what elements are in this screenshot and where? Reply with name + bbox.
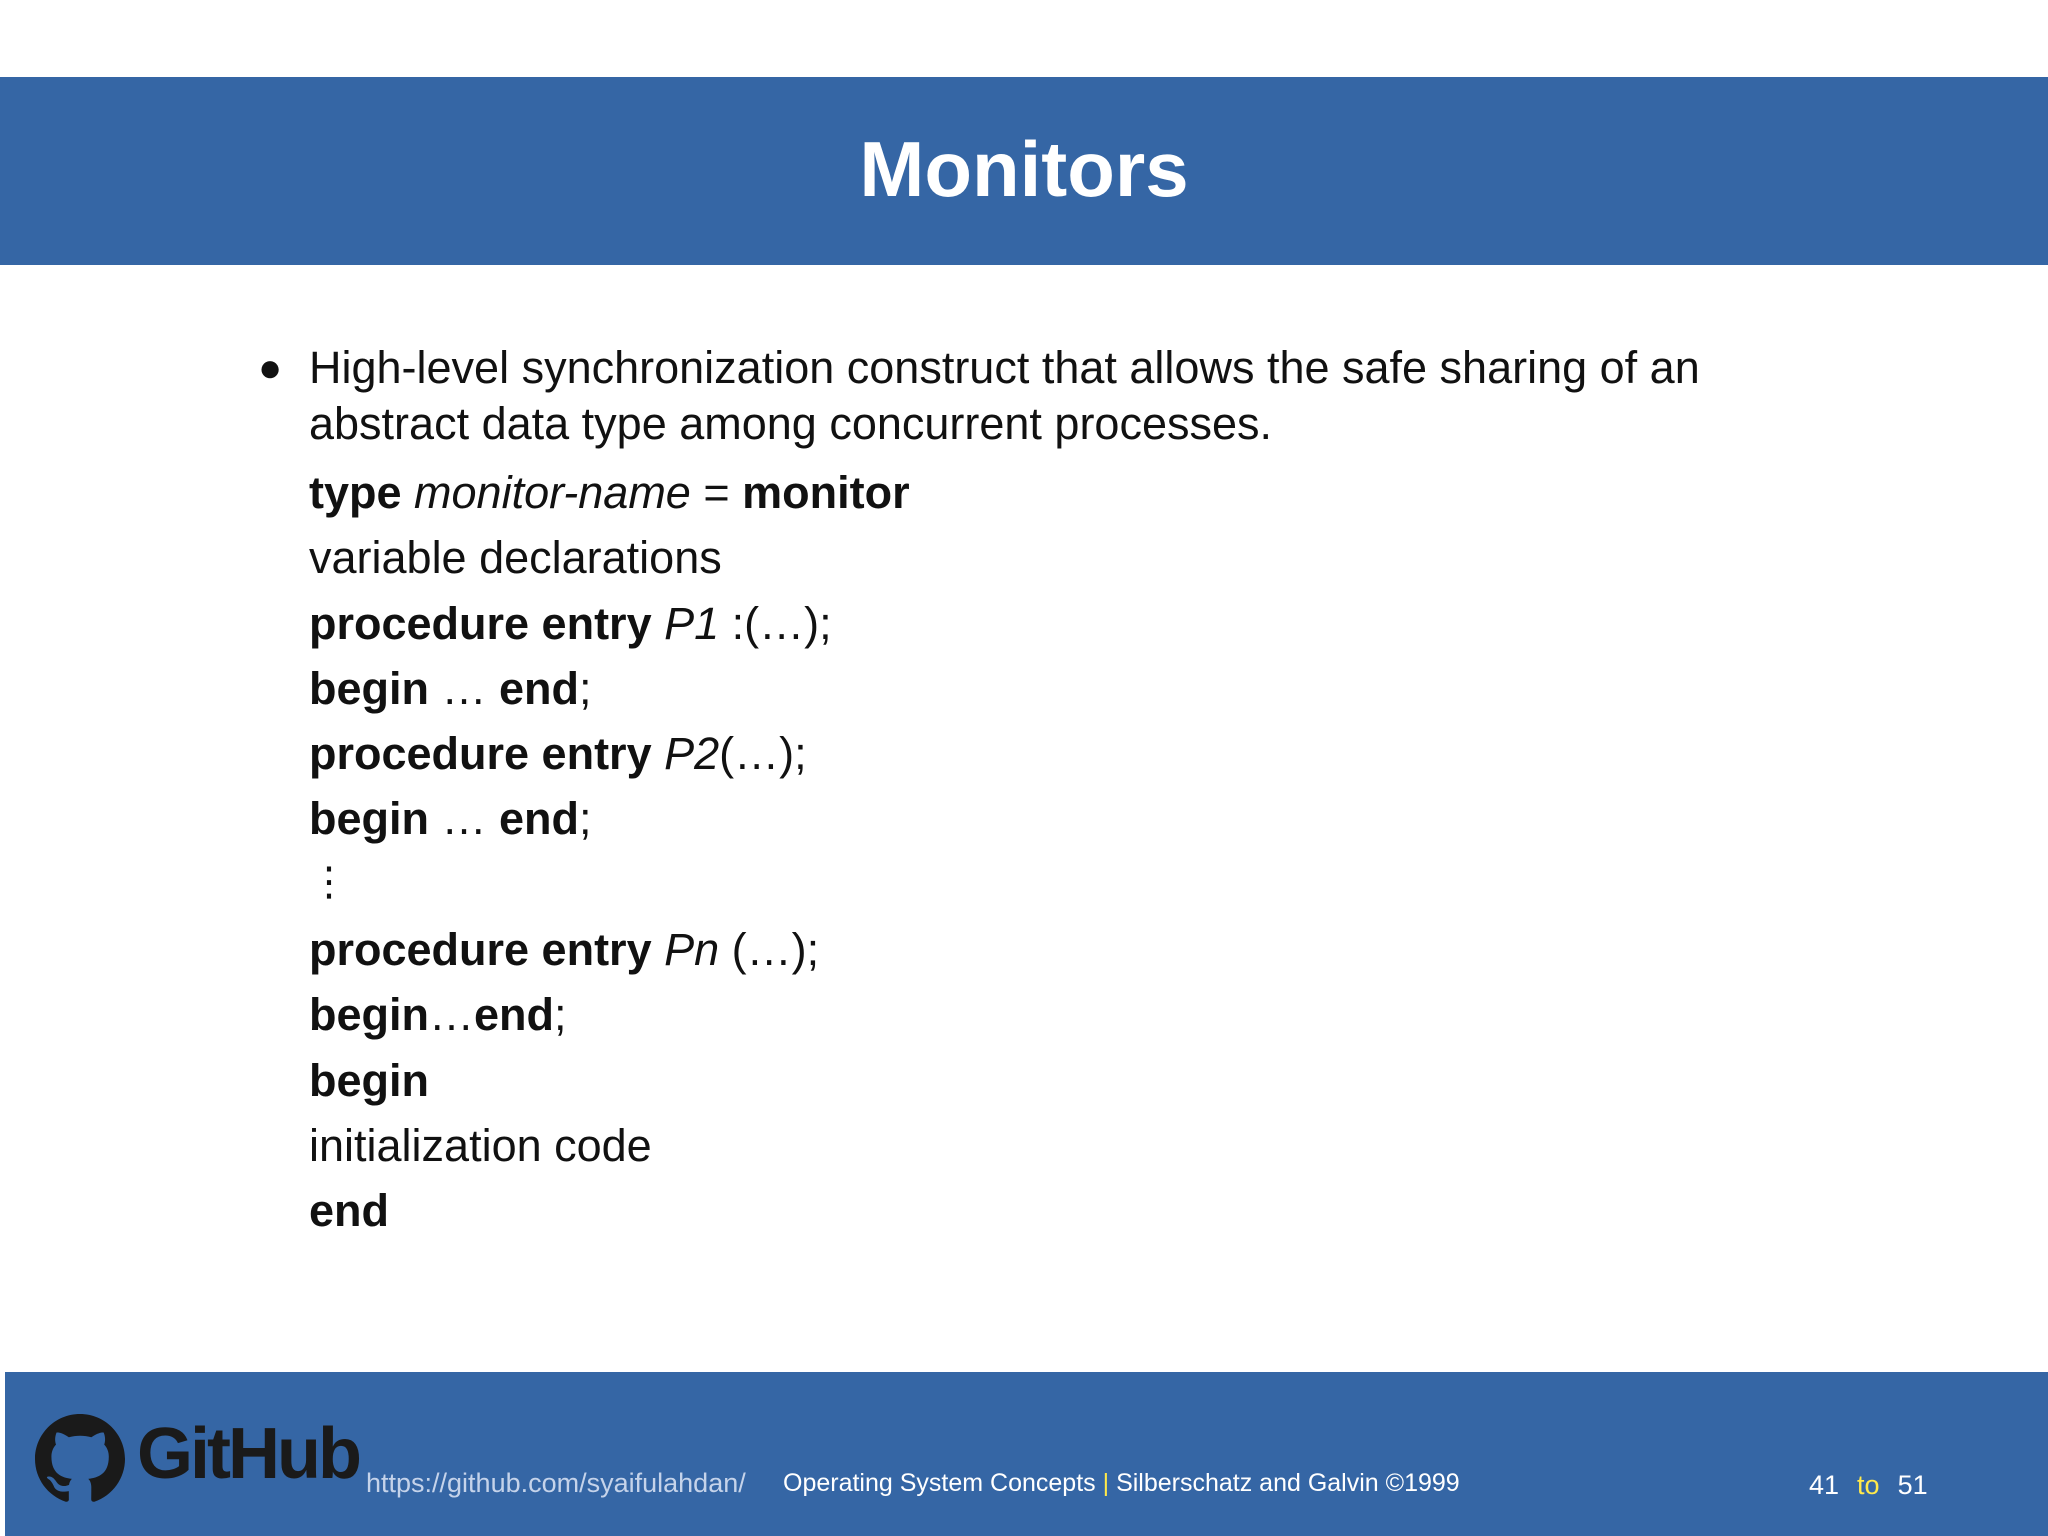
page-total: 51 — [1897, 1470, 1928, 1500]
keyword-procedure-entry: procedure entry — [309, 597, 665, 649]
keyword-end: end — [309, 1185, 390, 1237]
monitor-code-block: type monitor-name = monitor variable dec… — [309, 460, 1818, 1244]
equals-text: = — [690, 467, 743, 518]
footer-separator: | — [1102, 1469, 1110, 1497]
procedure-args-p1: :(…); — [719, 597, 832, 649]
code-line-begin-end-1: begin … end; — [309, 656, 1818, 721]
procedure-name-p1: P1 — [664, 597, 720, 649]
page-indicator: 41 to 51 — [1809, 1470, 1928, 1500]
keyword-end: end — [499, 662, 580, 714]
procedure-name-p2: P2 — [664, 728, 720, 780]
github-octocat-icon — [35, 1414, 125, 1502]
ellipsis-text: … — [429, 662, 500, 714]
slide-content: ● High-level synchronization construct t… — [258, 340, 1818, 1244]
footer-bar: GitHub https://github.com/syaifulahdan/ … — [5, 1372, 2048, 1536]
footer-credits: Operating System Concepts | Silberschatz… — [783, 1468, 1460, 1498]
code-line-type: type monitor-name = monitor — [309, 460, 1818, 525]
keyword-monitor: monitor — [742, 467, 910, 518]
code-line-procedure-pn: procedure entry Pn (…); — [309, 917, 1818, 982]
code-line-procedure-p2: procedure entry P2(…); — [309, 721, 1818, 786]
ellipsis-text: … — [429, 989, 474, 1041]
semicolon-text: ; — [579, 662, 592, 714]
slide-title: Monitors — [859, 124, 1189, 213]
bullet-icon: ● — [258, 346, 283, 390]
keyword-begin: begin — [309, 793, 429, 845]
title-bar: Monitors — [0, 77, 2048, 265]
keyword-begin: begin — [309, 989, 429, 1041]
keyword-end: end — [474, 989, 555, 1041]
authors-text: Silberschatz and Galvin ©1999 — [1116, 1469, 1460, 1497]
initialization-code-text: initialization code — [309, 1119, 652, 1171]
code-line-begin-end-n: begin…end; — [309, 982, 1818, 1047]
github-wordmark: GitHub — [137, 1414, 362, 1494]
ellipsis-text: … — [429, 793, 500, 845]
keyword-end: end — [499, 793, 580, 845]
code-line-variables: variable declarations — [309, 525, 1818, 590]
page-current: 41 — [1809, 1470, 1840, 1500]
vertical-ellipsis-text: ⋮ — [309, 859, 349, 904]
semicolon-text: ; — [579, 793, 592, 845]
code-line-begin-end-2: begin … end; — [309, 786, 1818, 851]
keyword-procedure-entry: procedure entry — [309, 924, 665, 976]
procedure-name-pn: Pn — [664, 924, 720, 976]
keyword-begin: begin — [309, 1054, 429, 1106]
code-line-end: end — [309, 1178, 1818, 1243]
procedure-args-p2: (…); — [719, 728, 807, 780]
monitor-name-text: monitor-name — [414, 467, 691, 518]
bullet-item: ● High-level synchronization construct t… — [258, 340, 1818, 452]
code-line-init: initialization code — [309, 1113, 1818, 1178]
bullet-text: High-level synchronization construct tha… — [309, 342, 1700, 449]
course-title: Operating System Concepts — [783, 1469, 1096, 1497]
github-url-link[interactable]: https://github.com/syaifulahdan/ — [366, 1468, 746, 1498]
procedure-args-pn: (…); — [719, 924, 820, 976]
keyword-begin: begin — [309, 662, 429, 714]
keyword-procedure-entry: procedure entry — [309, 728, 665, 780]
code-line-procedure-p1: procedure entry P1 :(…); — [309, 591, 1818, 656]
semicolon-text: ; — [554, 989, 567, 1041]
variable-declarations-text: variable declarations — [309, 532, 722, 584]
code-line-begin: begin — [309, 1048, 1818, 1113]
page-to-label: to — [1857, 1470, 1880, 1500]
code-line-vdots: ⋮ — [309, 852, 1818, 917]
keyword-type: type — [309, 467, 402, 518]
